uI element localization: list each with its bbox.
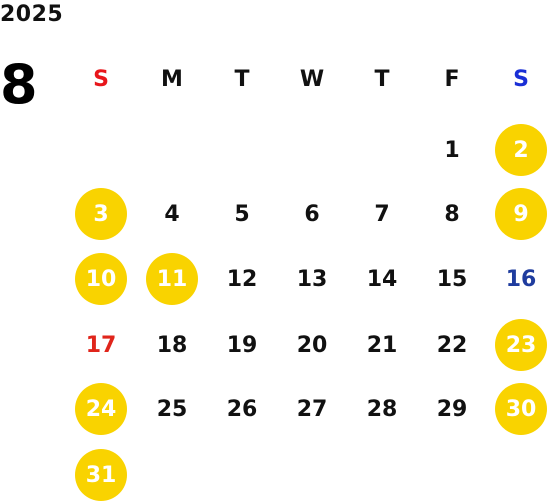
day-cell-5[interactable]: 5 [234, 201, 250, 227]
weekday-header-sat: S [513, 67, 529, 92]
weekday-header-wed: W [299, 67, 325, 92]
day-cell-1[interactable]: 1 [444, 137, 460, 163]
day-cell-6[interactable]: 6 [304, 201, 320, 227]
day-cell-15[interactable]: 15 [436, 266, 468, 292]
day-cell-14[interactable]: 14 [366, 266, 398, 292]
day-cell-3[interactable]: 3 [75, 188, 127, 240]
day-cell-12[interactable]: 12 [226, 266, 258, 292]
day-cell-26[interactable]: 26 [226, 396, 258, 422]
day-cell-18[interactable]: 18 [156, 332, 188, 358]
day-cell-21[interactable]: 21 [366, 332, 398, 358]
weekday-header-tue: T [234, 67, 250, 92]
day-cell-25[interactable]: 25 [156, 396, 188, 422]
weekday-header-thu: T [374, 67, 390, 92]
weekday-header-mon: M [161, 67, 183, 92]
day-cell-20[interactable]: 20 [296, 332, 328, 358]
day-cell-29[interactable]: 29 [436, 396, 468, 422]
day-cell-24[interactable]: 24 [75, 383, 127, 435]
day-cell-23[interactable]: 23 [495, 319, 547, 371]
day-cell-27[interactable]: 27 [296, 396, 328, 422]
day-cell-9[interactable]: 9 [495, 188, 547, 240]
day-cell-22[interactable]: 22 [436, 332, 468, 358]
day-cell-10[interactable]: 10 [75, 253, 127, 305]
day-cell-4[interactable]: 4 [164, 201, 180, 227]
month-number: 8 [0, 53, 38, 116]
day-cell-13[interactable]: 13 [296, 266, 328, 292]
day-cell-11[interactable]: 11 [146, 253, 198, 305]
day-cell-19[interactable]: 19 [226, 332, 258, 358]
day-cell-31[interactable]: 31 [75, 449, 127, 501]
year-label: 2025 [0, 2, 64, 27]
day-cell-7[interactable]: 7 [374, 201, 390, 227]
day-cell-30[interactable]: 30 [495, 383, 547, 435]
day-cell-2[interactable]: 2 [495, 124, 547, 176]
weekday-header-fri: F [444, 67, 460, 92]
day-cell-8[interactable]: 8 [444, 201, 460, 227]
day-cell-28[interactable]: 28 [366, 396, 398, 422]
weekday-header-sun: S [93, 67, 109, 92]
day-cell-17[interactable]: 17 [85, 332, 117, 358]
day-cell-16[interactable]: 16 [505, 266, 537, 292]
